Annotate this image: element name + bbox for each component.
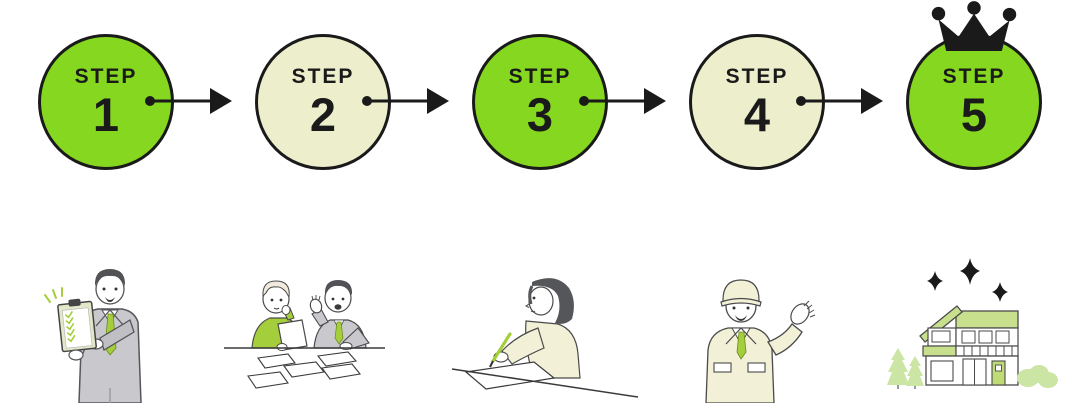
two-businessmen-meeting-illustration [224, 280, 385, 389]
new-house-sparkling-illustration [887, 258, 1058, 389]
step-label: STEP [942, 65, 1006, 88]
step-label: STEP [74, 65, 138, 88]
worker-presenting-illustration [705, 279, 816, 403]
crown-icon [931, 1, 1017, 52]
step-circle-5: STEP 5 [906, 34, 1042, 170]
step-label: STEP [725, 65, 789, 88]
businessman-showing-checklist-illustration [44, 269, 142, 403]
step-label: STEP [291, 65, 355, 88]
arrow-right-icon [362, 88, 449, 114]
step-number: 3 [526, 88, 554, 141]
step-number: 2 [309, 88, 337, 141]
arrow-right-icon [145, 88, 232, 114]
arrow-right-icon [796, 88, 883, 114]
step-number: 5 [960, 88, 988, 141]
woman-writing-illustration [451, 278, 639, 398]
sparkle-icon [927, 258, 1008, 302]
arrow-right-icon [579, 88, 666, 114]
step-number: 4 [743, 88, 771, 141]
step-number: 1 [92, 88, 120, 141]
step-label: STEP [508, 65, 572, 88]
